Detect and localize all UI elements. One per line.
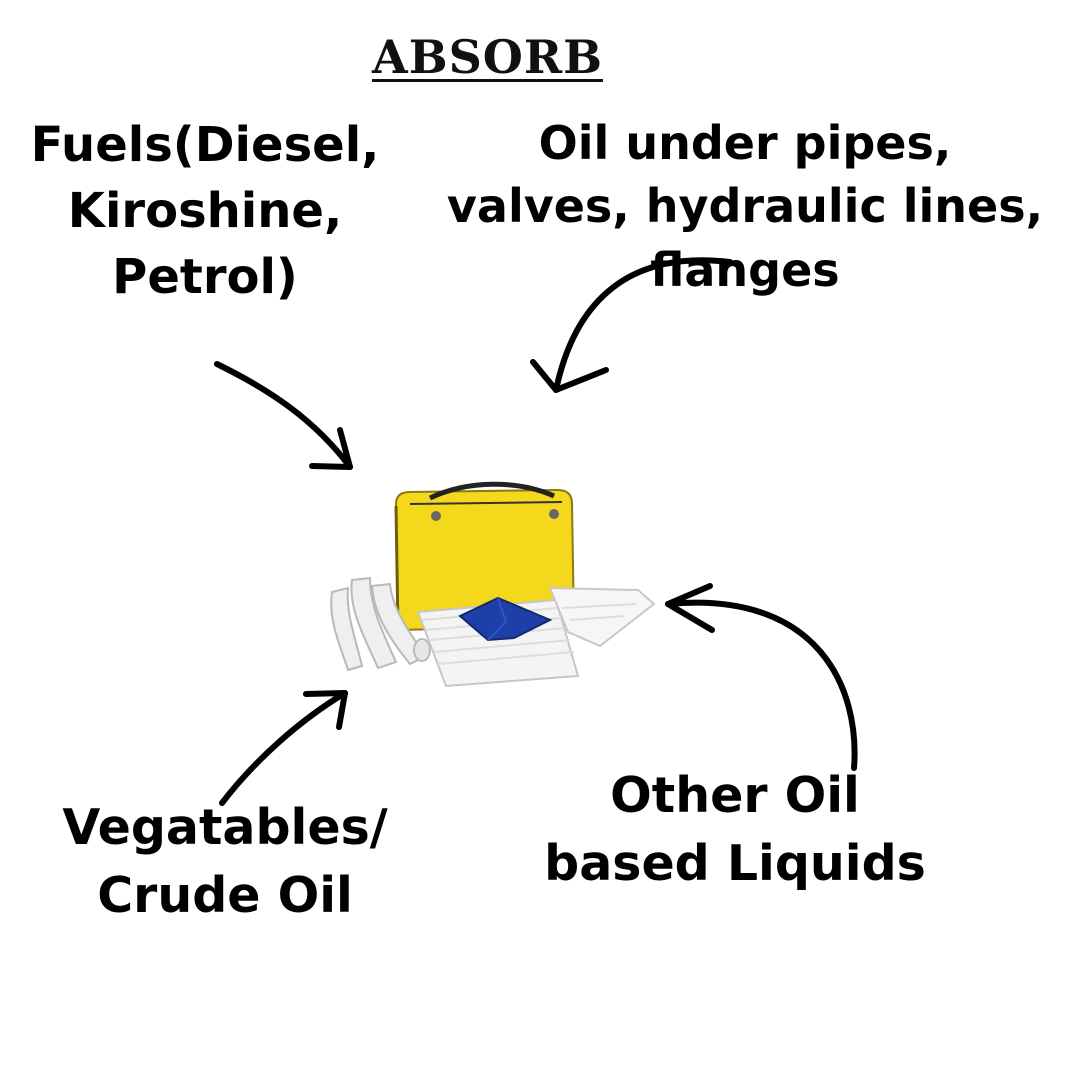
label-veg-line-1: Vegatables/: [62, 799, 388, 856]
absorbent-socks-icon: [330, 576, 431, 672]
label-oil-line-2: valves, hydraulic lines,: [446, 179, 1044, 234]
label-fuels-line-1: Fuels(Diesel,: [30, 117, 380, 173]
arrow-from-vegetables: [219, 690, 348, 806]
label-other-line-1: Other Oil: [610, 767, 860, 824]
label-other-oil: Other Oil based Liquids: [515, 762, 955, 897]
label-vegetables: Vegatables/ Crude Oil: [20, 794, 430, 929]
label-fuels-line-2: Kiroshine,: [67, 183, 343, 240]
arrow-from-fuels: [214, 361, 353, 470]
label-other-line-2: based Liquids: [544, 834, 926, 892]
arrow-from-oil-under-pipes: [530, 257, 733, 393]
label-oil-under-pipes: Oil under pipes, valves, hydraulic lines…: [425, 112, 1065, 302]
label-oil-line-3: flanges: [650, 242, 840, 297]
yellow-bag-icon: [394, 481, 576, 632]
label-fuels: Fuels(Diesel, Kiroshine, Petrol): [0, 112, 410, 311]
spill-kit-image: [330, 481, 656, 688]
diagram-title: ABSORB: [372, 30, 603, 84]
label-oil-line-1: Oil under pipes,: [538, 116, 952, 170]
blue-pad-icon: [458, 596, 553, 642]
label-fuels-line-3: Petrol): [112, 249, 298, 306]
label-veg-line-2: Crude Oil: [97, 866, 353, 924]
arrow-from-other-oil: [665, 583, 858, 771]
